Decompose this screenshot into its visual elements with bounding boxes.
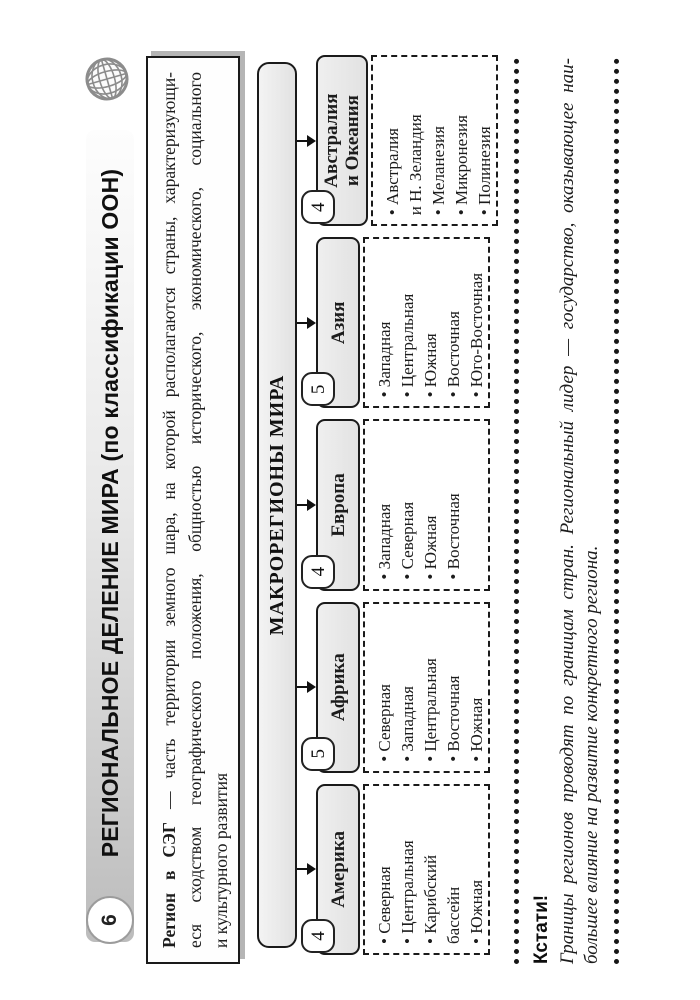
dotted-separator-top (514, 58, 519, 964)
page-number: 6 (98, 914, 121, 926)
diagram-branches: 4 Америка Северная Центральная Карибский… (297, 54, 498, 955)
list-item: Северная (373, 789, 396, 944)
aside-note: Кстати! Границы регионов проводят по гра… (514, 58, 619, 964)
definition-term: Регион в СЭГ (159, 821, 179, 948)
diagram-root-label: МАКРОРЕГИОНЫ МИРА (265, 374, 288, 636)
branch-america: 4 Америка Северная Центральная Карибский… (297, 783, 498, 955)
list-item: Северная (373, 607, 396, 762)
branch-australia-oceania: 4 Австралия и Океания Австралия и Н. Зел… (297, 54, 498, 227)
arrow-head (307, 316, 316, 329)
list-item: Центральная (396, 789, 419, 944)
list-item: Восточная (442, 424, 465, 579)
dotted-separator-bottom (614, 58, 619, 964)
page-number-badge: 6 (86, 896, 134, 944)
list-item: Полинезия (473, 60, 496, 215)
region-label: Европа (327, 473, 349, 537)
list-item: Северная (396, 424, 419, 579)
region-node-europe: 4 Европа (301, 419, 360, 591)
subregion-list-australia-oceania: Австралия и Н. Зеландия Меланезия Микрон… (371, 54, 498, 227)
definition-line-1: Регион в СЭГ — часть территории земного … (156, 72, 182, 948)
list-item: Южная (465, 789, 488, 944)
definition-line-2: еся сходством географического положения,… (185, 72, 205, 948)
diagram-root-node: МАКРОРЕГИОНЫ МИРА (257, 62, 297, 948)
arrow-shaft (297, 321, 307, 324)
region-node-america: 4 Америка (301, 783, 360, 955)
list-item: Южная (419, 242, 442, 397)
list-item: Австралия и Н. Зеландия (381, 60, 427, 215)
region-node-asia: 5 Азия (301, 237, 360, 409)
branch-asia: 5 Азия Западная Центральная Южная Восточ… (297, 237, 498, 409)
count-badge: 4 (301, 919, 335, 953)
aside-text: Границы регионов проводят по границам ст… (556, 58, 604, 964)
arrow-head (307, 134, 316, 147)
subregion-list-africa: Северная Западная Центральная Восточная … (363, 601, 490, 773)
list-item: Центральная (396, 242, 419, 397)
branch-africa: 5 Африка Северная Западная Центральная В… (297, 601, 498, 773)
branch-europe: 4 Европа Западная Северная Южная Восточн… (297, 419, 498, 591)
aside-heading: Кстати! (531, 894, 552, 964)
subregion-list-asia: Западная Центральная Южная Восточная Юго… (363, 237, 490, 409)
list-item: Центральная (419, 607, 442, 762)
arrow-head (307, 863, 316, 876)
definition-box: Регион в СЭГ — часть территории земного … (146, 56, 240, 964)
subregion-list-europe: Западная Северная Южная Восточная (363, 419, 490, 591)
aside-line-2: большее влияние на развитие конкретного … (581, 545, 602, 964)
globe-icon (85, 57, 129, 101)
list-item: Микронезия (450, 60, 473, 215)
page-title-text: РЕГИОНАЛЬНОЕ ДЕЛЕНИЕ МИРА (по классифика… (96, 168, 123, 858)
list-item: Западная (373, 242, 396, 397)
arrow-shaft (297, 504, 307, 506)
count-badge: 4 (301, 554, 335, 589)
count-badge: 4 (301, 190, 335, 225)
list-item: Западная (396, 607, 419, 762)
list-item: Юго-Восточная (465, 242, 488, 397)
count-badge: 5 (301, 736, 335, 771)
subregion-list-america: Северная Центральная Карибский бассейн Ю… (363, 783, 490, 955)
region-label: Австралия и Океания (321, 93, 363, 188)
region-node-australia-oceania: 4 Австралия и Океания (301, 54, 368, 227)
list-item: Восточная (442, 242, 465, 397)
region-node-africa: 5 Африка (301, 601, 360, 773)
aside-line-1: Границы регионов проводят по границам ст… (557, 58, 578, 964)
list-item: Западная (373, 424, 396, 579)
definition-line-3: и культурного развития (211, 772, 231, 948)
page-title: РЕГИОНАЛЬНОЕ ДЕЛЕНИЕ МИРА (по классифика… (86, 130, 134, 942)
arrow-shaft (297, 868, 307, 871)
arrow-shaft (297, 686, 307, 689)
list-item: Восточная (442, 607, 465, 762)
arrow-shaft (297, 139, 307, 142)
list-item: Карибский бассейн (419, 789, 465, 944)
list-item: Южная (419, 424, 442, 579)
list-item: Южная (465, 607, 488, 762)
arrow-head (307, 499, 316, 511)
definition-line-1-text: — часть территории земного шара, на кото… (159, 71, 179, 822)
region-label: Америка (327, 831, 349, 908)
region-label: Африка (327, 653, 349, 722)
arrow-head (307, 681, 316, 694)
count-badge: 5 (301, 372, 335, 407)
region-label: Азия (327, 301, 349, 345)
list-item: Меланезия (427, 60, 450, 215)
